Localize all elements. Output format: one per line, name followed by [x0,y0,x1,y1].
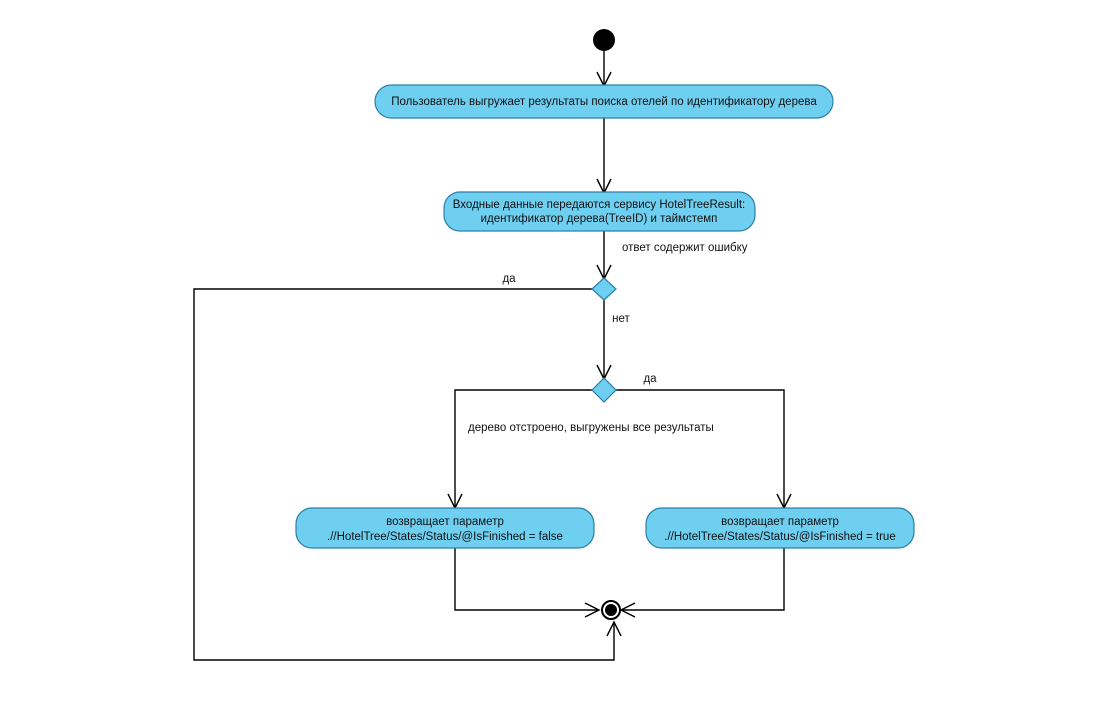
decision-finished[interactable] [591,377,617,403]
edge-decision1-no-to-decision2 [596,300,612,381]
activity-returns-false-line2: .//HotelTree/States/Status/@IsFinished =… [327,531,563,543]
edge-activity2-to-decision1 [596,231,612,281]
activity-returns-true[interactable]: возвращает параметр .//HotelTree/States/… [645,507,915,549]
activity-input-data-line2: идентификатор дерева(TreeID) и таймстемп [481,213,718,225]
activity-returns-true-line2: .//HotelTree/States/Status/@IsFinished =… [664,531,895,543]
edge-label-decision1-no: нет [612,313,630,325]
edge-decision2-yes-to-true [616,389,792,510]
edge-decision2-to-false [447,389,592,510]
edge-initial-to-activity1 [596,51,612,88]
edge-decision1-yes-loop [193,288,622,661]
edge-label-error-response: ответ содержит ошибку [622,242,748,254]
final-node [601,600,621,620]
edge-label-decision2-condition: дерево отстроено, выгружены все результа… [468,422,714,434]
initial-node [593,29,615,51]
activity-input-data[interactable]: Входные данные передаются сервису HotelT… [443,191,756,232]
activity-input-data-line1: Входные данные передаются сервису HotelT… [453,199,745,211]
activity-user-exports-label: Пользователь выгружает результаты поиска… [391,96,817,108]
activity-returns-false[interactable]: возвращает параметр .//HotelTree/States/… [295,507,595,549]
activity-returns-false-line1: возвращает параметр [386,516,504,528]
edge-false-to-final [454,548,601,618]
edge-activity1-to-activity2 [596,118,612,195]
activity-returns-true-line1: возвращает параметр [721,516,839,528]
edge-true-to-final [619,548,785,618]
activity-user-exports[interactable]: Пользователь выгружает результаты поиска… [374,84,834,119]
edge-label-decision2-yes: да [643,373,657,385]
edge-label-decision1-yes: да [502,273,516,285]
decision-error[interactable] [591,277,617,301]
